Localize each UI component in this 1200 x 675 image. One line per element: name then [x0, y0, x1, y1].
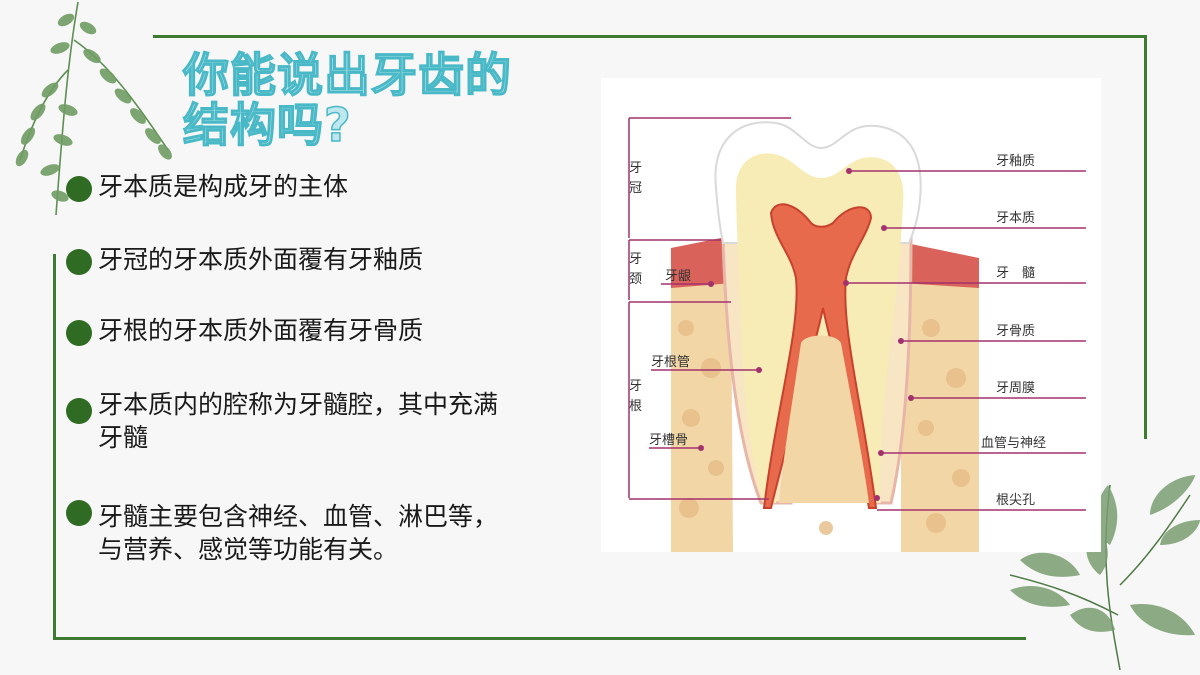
inter-root-bone	[779, 335, 869, 503]
label-cementum: 牙骨质	[996, 324, 1035, 339]
frame-top-line	[153, 35, 1147, 38]
label-periodontal: 牙周膜	[996, 381, 1035, 396]
tooth-diagram-svg: 牙 冠 牙 颈 牙 根 牙龈 牙根管 牙槽骨 牙釉质 牙本质 牙 髓 牙骨质 牙…	[628, 117, 1086, 552]
slide-title: 你能说出牙齿的 结构吗?	[182, 48, 563, 152]
gum-shape	[671, 238, 733, 288]
label-gum: 牙龈	[665, 269, 691, 284]
frame-bottom-line	[53, 637, 1026, 640]
bullet-dot-icon	[66, 176, 92, 202]
label-crown-2: 冠	[629, 181, 642, 196]
bullet-dot-icon	[66, 320, 92, 346]
leaves-bottom-right-decoration	[1009, 475, 1200, 671]
bullet-text: 牙髓主要包含神经、血管、淋巴等， 与营养、感觉等功能有关。	[98, 502, 499, 564]
bullet-text: 牙冠的牙本质外面覆有牙釉质	[98, 245, 424, 274]
alveolar-bone-shape	[901, 278, 979, 552]
bullet-dot-icon	[66, 249, 92, 275]
label-vessels-nerves: 血管与神经	[981, 436, 1046, 451]
title-line-1: 你能说出牙齿的	[182, 48, 512, 102]
label-dentin: 牙本质	[996, 211, 1035, 226]
label-neck-2: 颈	[629, 272, 642, 287]
label-root-2: 根	[629, 399, 642, 414]
label-pulp: 牙 髓	[996, 266, 1035, 281]
gum-shape	[901, 243, 979, 288]
vine-leaves-decoration	[15, 1, 172, 216]
bullet-dot-icon	[66, 500, 92, 526]
label-root-canal: 牙根管	[651, 355, 690, 370]
title-line-2: 结构吗?	[182, 98, 352, 152]
label-alveolar-bone: 牙槽骨	[649, 433, 688, 448]
tooth-structure-diagram: 牙 冠 牙 颈 牙 根 牙龈 牙根管 牙槽骨 牙釉质 牙本质 牙 髓 牙骨质 牙…	[601, 78, 1101, 552]
bullet-dot-icon	[66, 398, 92, 424]
bullet-text: 牙本质内的腔称为牙髓腔，其中充满 牙髓	[98, 390, 499, 452]
bullet-text: 牙根的牙本质外面覆有牙骨质	[98, 316, 424, 345]
frame-right-line	[1144, 35, 1147, 439]
label-crown-1: 牙	[629, 161, 642, 176]
label-apical-foramen: 根尖孔	[996, 493, 1035, 508]
frame-left-line	[53, 254, 56, 640]
pointer-dots	[698, 168, 914, 501]
right-pointer-lines	[846, 170, 1086, 511]
label-neck-1: 牙	[629, 252, 642, 267]
label-enamel: 牙釉质	[996, 154, 1035, 169]
left-brackets	[628, 117, 791, 500]
label-root-1: 牙	[629, 379, 642, 394]
alveolar-bone-shape	[671, 278, 733, 552]
bullet-text: 牙本质是构成牙的主体	[98, 172, 349, 201]
